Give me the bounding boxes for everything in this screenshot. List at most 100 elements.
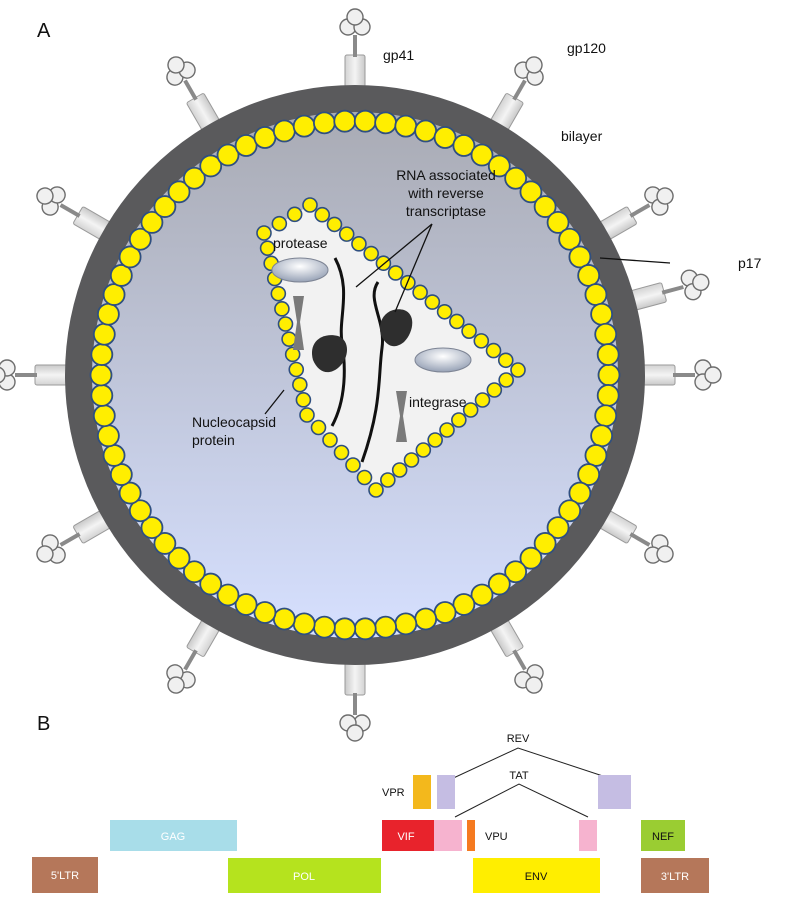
p17-bead [487, 154, 511, 178]
p17-bead [558, 499, 582, 523]
p17-bead [292, 114, 316, 138]
capsid-bead [403, 452, 420, 468]
tat-label: TAT [509, 770, 528, 782]
p17-bead [487, 572, 511, 596]
gp120-knob [656, 545, 674, 563]
p17-bead [597, 363, 621, 387]
capsid-bead [292, 376, 308, 393]
p17-bead [140, 211, 164, 234]
integrase-enzyme [293, 296, 304, 350]
p17-bead [234, 593, 258, 616]
capsid-bead [286, 206, 303, 223]
p17-bead [584, 444, 608, 467]
capsid-bead [391, 462, 408, 478]
p17-bead [584, 283, 608, 306]
p17-bead [89, 363, 113, 387]
rev-splice-line [446, 747, 619, 782]
capsid-bead [462, 402, 479, 418]
capsid-bead [473, 333, 490, 349]
bilayer-label: bilayer [561, 128, 603, 144]
spike-neck [183, 79, 198, 101]
rev-exon-1 [437, 775, 455, 809]
p17-bead [292, 612, 316, 636]
reverse-transcriptase-1 [311, 335, 347, 373]
p17-bead [102, 283, 126, 306]
capsid-bead [338, 226, 355, 242]
capsid-bead [451, 412, 467, 428]
p17-bead [153, 195, 177, 218]
p17-bead [109, 463, 133, 486]
p17-bead [90, 343, 114, 366]
ltr5-box [32, 857, 98, 893]
protease-label: protease [273, 235, 328, 251]
p17-bead [272, 119, 296, 143]
p17-bead [594, 404, 618, 428]
p17-bead [568, 481, 592, 505]
nef-box [641, 820, 685, 851]
capsid-bead [427, 432, 443, 448]
gp120-knob [656, 187, 674, 205]
p17-bead [199, 572, 223, 596]
spike-neck [512, 79, 527, 101]
panel-b-label: B [37, 713, 50, 735]
p17-bead [272, 607, 296, 631]
p17-bead [92, 404, 116, 428]
p17-bead [546, 211, 570, 234]
p17-bead [353, 617, 377, 641]
capsid-bead [284, 346, 301, 363]
capsid-bead [271, 215, 288, 232]
gag-box [110, 820, 237, 851]
spike-neck [15, 373, 37, 377]
gp120-knob [704, 366, 722, 384]
vpu-box [467, 820, 475, 851]
rna-label-line-2: with reverse [407, 185, 484, 201]
capsid-bead [256, 225, 272, 241]
capsid-bead [412, 284, 428, 301]
tat-exon-2 [579, 820, 597, 851]
p17-bead [333, 617, 357, 641]
spike-neck [183, 649, 198, 671]
p17-bead [182, 166, 206, 190]
p17-bead [199, 154, 223, 178]
gp120-knob [346, 8, 364, 26]
p17-bead [594, 322, 618, 346]
p17-bead [504, 560, 528, 584]
gp41-label: gp41 [383, 47, 414, 63]
capsid-bead [274, 301, 290, 317]
p17-bead [102, 444, 126, 467]
capsid-bead [439, 422, 455, 438]
capsid-bead [510, 362, 526, 378]
p17-bead [577, 264, 601, 287]
vpr-label: VPR [382, 787, 405, 799]
env-label: ENV [525, 871, 548, 883]
p17-bead [577, 463, 601, 486]
capsid-bead [368, 482, 384, 498]
capsid-bead [498, 372, 514, 388]
capsid-bead [424, 294, 441, 310]
capsid-bead [277, 316, 294, 332]
p17-bead [519, 546, 543, 570]
tat-splice-line [454, 783, 589, 818]
capsid-bead [485, 342, 502, 359]
p17-leader-line [599, 257, 671, 264]
p17-bead [96, 302, 120, 326]
p17-bead [128, 227, 152, 251]
capsid-bead [436, 303, 453, 320]
rna-leader-line-1 [394, 223, 433, 313]
capsid-bead [314, 206, 331, 223]
capsid-bead [415, 442, 432, 458]
p17-bead [312, 111, 336, 135]
spike-neck [661, 285, 684, 295]
p17-bead [533, 532, 557, 555]
p17-bead [153, 532, 177, 555]
p17-bead [92, 322, 116, 346]
p17-bead [433, 601, 457, 624]
p17-bead [216, 583, 240, 607]
spike-neck [59, 203, 81, 218]
integrase-enzyme-2 [396, 391, 407, 442]
spike-neck [512, 649, 527, 671]
spike-neck [629, 532, 651, 547]
p17-bead [118, 481, 142, 505]
capsid-bead [461, 323, 477, 339]
p17-bead [182, 560, 206, 584]
